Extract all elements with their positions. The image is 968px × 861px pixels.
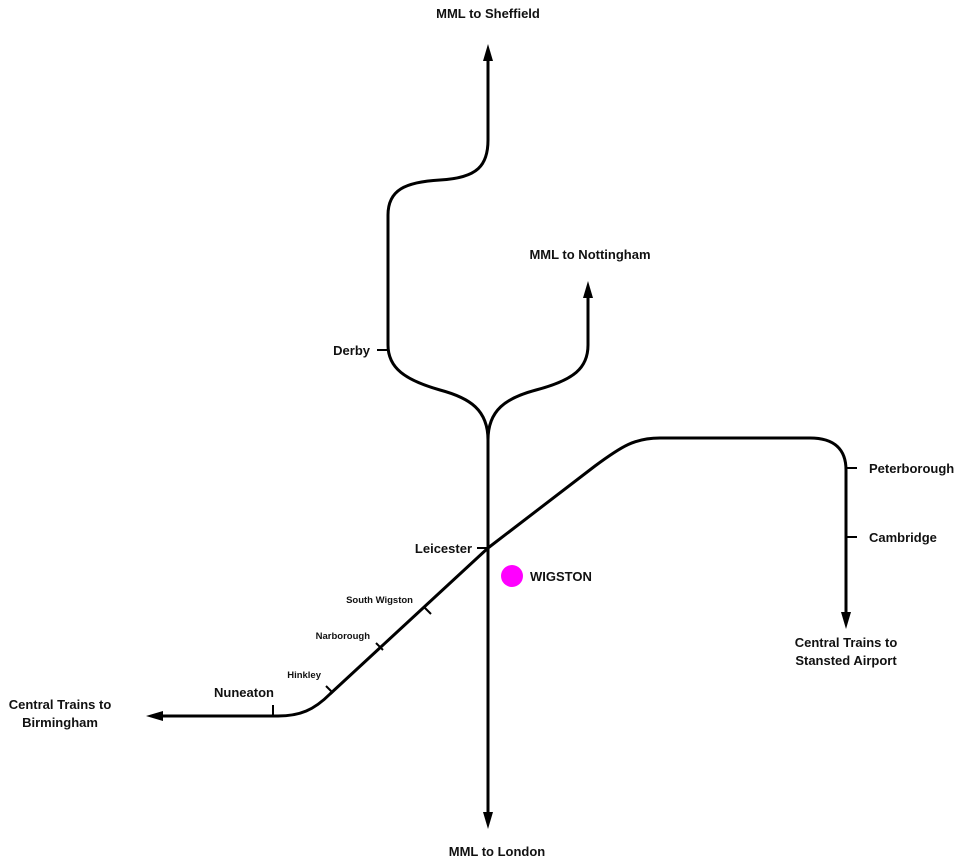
dest-sheffield: MML to Sheffield — [436, 6, 540, 21]
track-branch-nottingham — [486, 291, 590, 442]
station-nuneaton: Nuneaton — [214, 685, 274, 700]
dest-stansted-line1: Central Trains to — [795, 635, 898, 650]
tick-south-wigston — [423, 606, 432, 615]
wigston-marker — [501, 565, 523, 587]
arrow-south-stansted — [841, 612, 851, 629]
station-hinkley: Hinkley — [287, 670, 322, 681]
station-south-wigston: South Wigston — [346, 595, 413, 606]
station-narborough: Narborough — [316, 631, 371, 642]
tick-hinkley — [325, 685, 334, 694]
wigston-label: WIGSTON — [530, 569, 592, 584]
track-cross-country — [158, 436, 848, 718]
dest-birmingham-line1: Central Trains to — [9, 697, 112, 712]
station-derby: Derby — [333, 343, 371, 358]
arrow-south-london — [483, 812, 493, 829]
arrow-west-birmingham — [146, 711, 163, 721]
arrow-north-sheffield — [483, 44, 493, 61]
dest-stansted-line2: Stansted Airport — [795, 653, 897, 668]
arrow-north-nottingham — [583, 281, 593, 298]
dest-london: MML to London — [449, 844, 546, 859]
dest-birmingham-line2: Birmingham — [22, 715, 98, 730]
station-leicester: Leicester — [415, 541, 472, 556]
tick-narborough — [375, 642, 384, 651]
track-branch-sheffield — [386, 54, 490, 442]
station-cambridge: Cambridge — [869, 530, 937, 545]
dest-nottingham: MML to Nottingham — [529, 247, 650, 262]
station-peterborough: Peterborough — [869, 461, 954, 476]
